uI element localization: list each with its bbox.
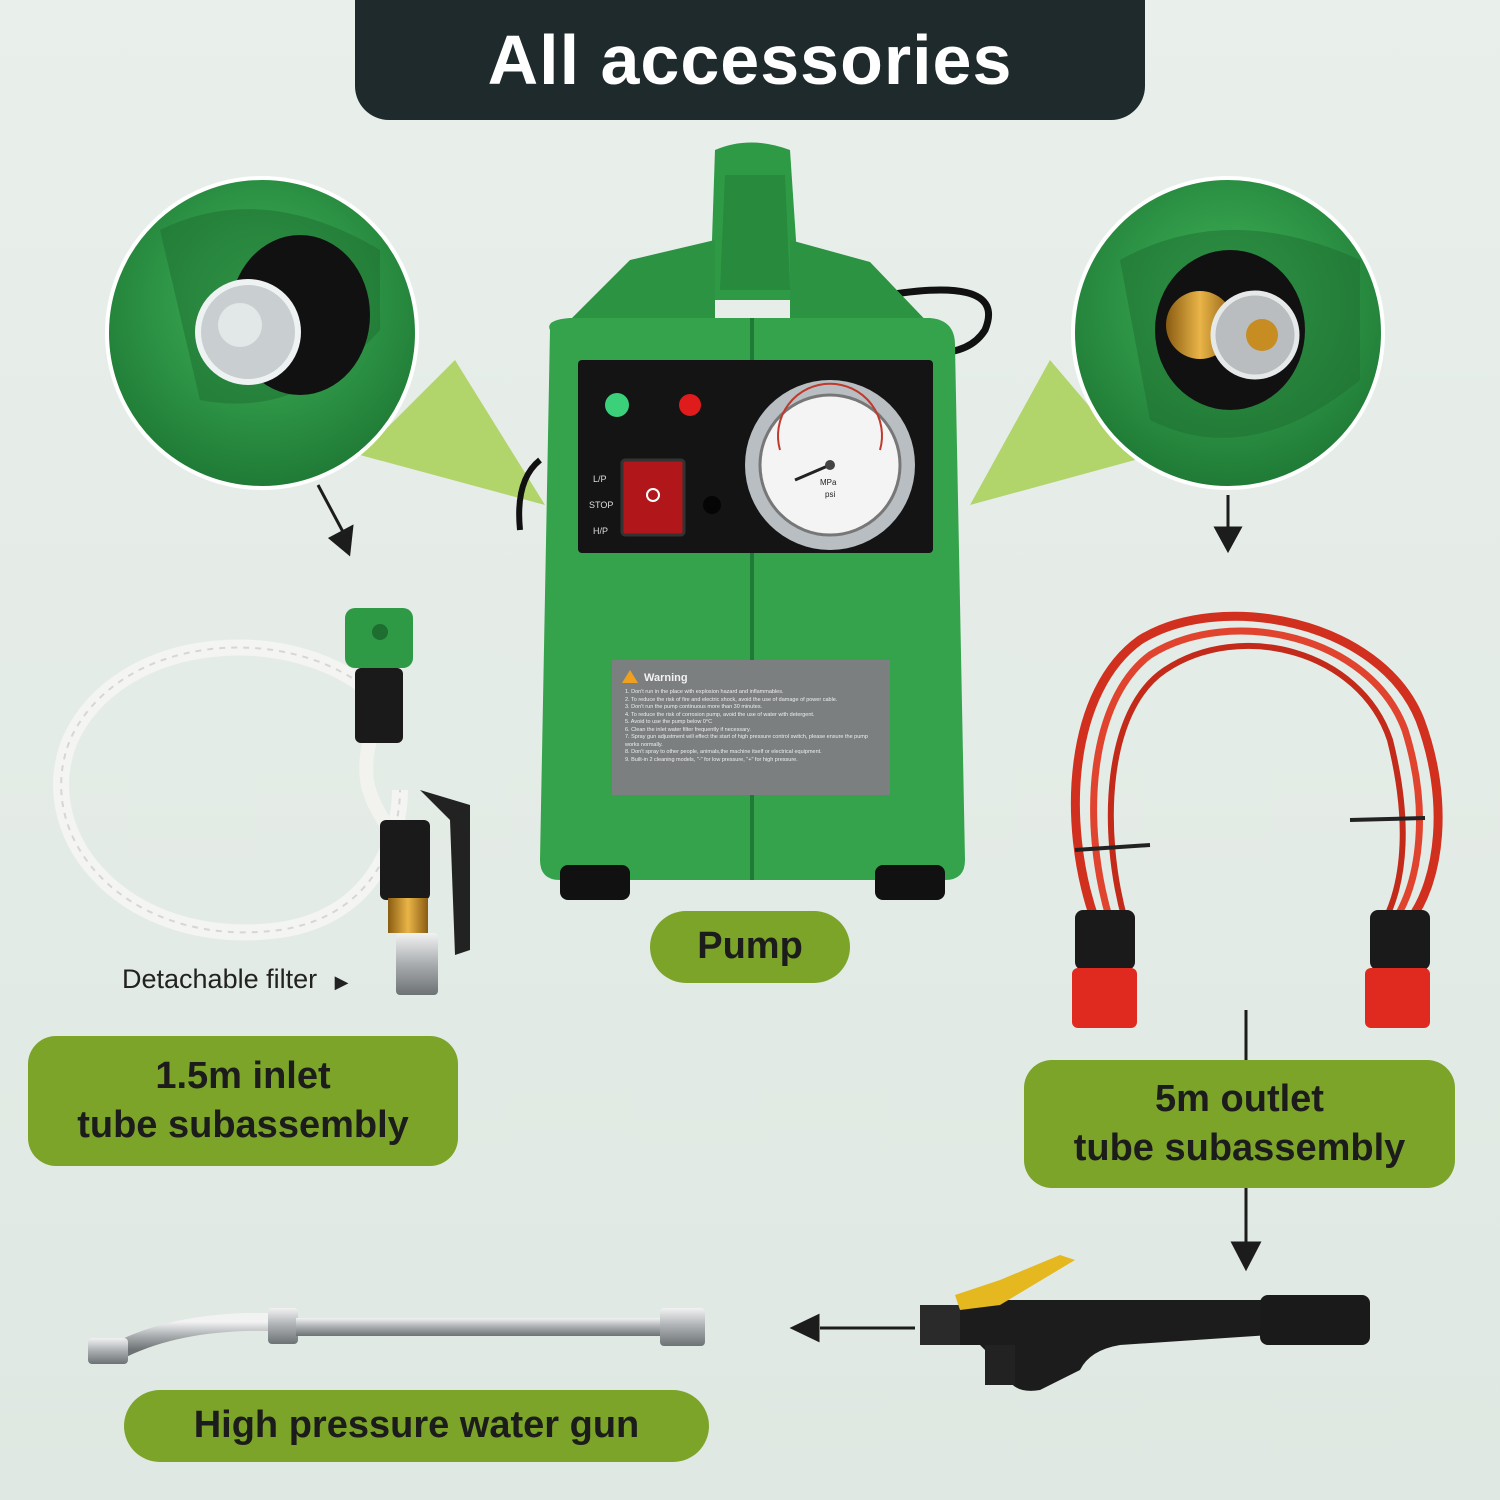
outlet-port-zoom-circle: [1071, 176, 1385, 490]
filter-caption-text: Detachable filter: [122, 964, 318, 994]
pump-label-text: Pump: [697, 925, 803, 968]
water-gun-label-text: High pressure water gun: [193, 1404, 640, 1447]
warning-line: 3. Don't run the pump continuous more th…: [625, 704, 763, 710]
inlet-port-zoom-circle: [105, 176, 419, 490]
outlet-label-line2: tube subassembly: [1073, 1127, 1406, 1169]
warning-title: Warning: [644, 672, 688, 684]
arrow-gun-head: [1230, 1241, 1262, 1272]
gauge-unit-mpa: MPa: [820, 478, 837, 487]
warning-line: 4. To reduce the risk of corrosion pump,…: [625, 711, 815, 718]
outlet-tube-label: 5m outlet tube subassembly: [1024, 1060, 1455, 1188]
arrow-lance-head: [789, 1313, 820, 1343]
inlet-tube-label: 1.5m inlet tube subassembly: [28, 1036, 458, 1166]
arrow-left-head: [327, 524, 354, 557]
warning-line: 6. Clean the inlet water filter frequent…: [625, 726, 751, 733]
page-title: All accessories: [487, 21, 1013, 99]
switch-label-hp: H/P: [593, 526, 609, 536]
arrow-right-head: [1213, 526, 1243, 554]
title-banner: All accessories: [355, 0, 1145, 120]
gauge-unit-psi: psi: [825, 490, 836, 499]
right-callout-wedge: [970, 360, 1135, 505]
warning-line: 8. Don't spray to other people, animals,…: [625, 749, 822, 755]
filter-caption: Detachable filter ▶: [122, 964, 348, 995]
pump-label: Pump: [650, 911, 850, 983]
pump-unit: [516, 142, 993, 900]
inlet-label-line2: tube subassembly: [77, 1104, 409, 1146]
warning-line: 7. Spray gun adjustment will effect the …: [625, 734, 868, 748]
spray-lance: [88, 1308, 705, 1364]
outlet-hose: [1070, 611, 1443, 1028]
switch-label-stop: STOP: [589, 500, 614, 510]
warning-text: 1. Don't run in the place with explosion…: [625, 689, 880, 764]
warning-line: 5. Avoid to use the pump below 0°C: [625, 719, 713, 725]
water-gun-label: High pressure water gun: [124, 1390, 709, 1462]
triangle-right-icon: ▶: [334, 972, 349, 992]
inlet-label-line1: 1.5m inlet: [155, 1054, 331, 1097]
left-callout-wedge: [360, 360, 545, 505]
warning-line: 9. Built-in 2 cleaning models, "-" for l…: [625, 756, 798, 763]
switch-label-lp: L/P: [593, 474, 607, 484]
warning-line: 1. Don't run in the place with explosion…: [625, 689, 784, 695]
warning-line: 2. To reduce the risk of fire and electr…: [625, 696, 838, 703]
spray-gun: [920, 1255, 1370, 1391]
inlet-tube: [53, 608, 470, 995]
outlet-label-line1: 5m outlet: [1155, 1077, 1324, 1120]
